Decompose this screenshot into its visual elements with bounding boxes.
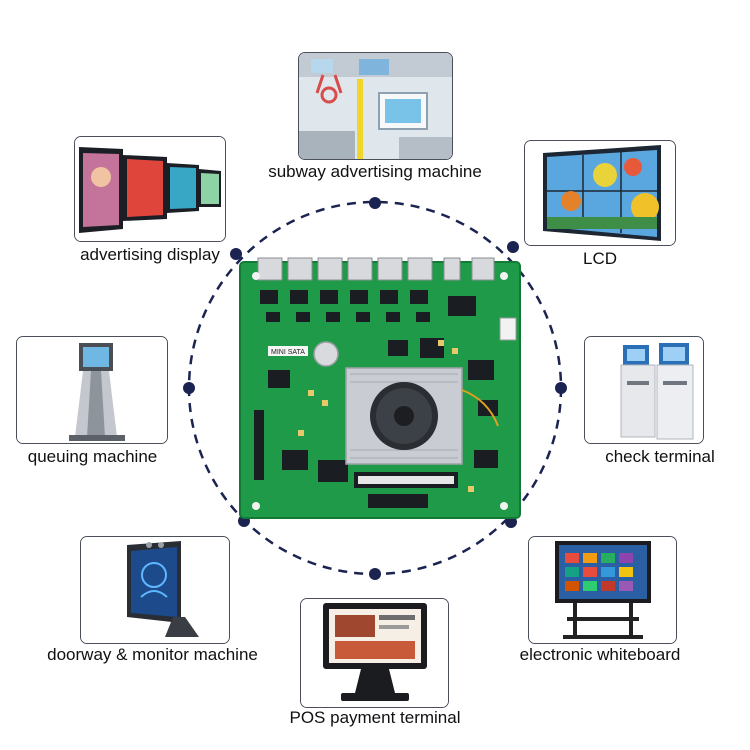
connector-dot-top-right — [507, 241, 519, 253]
video-wall-icon — [525, 141, 675, 245]
queuing-machine-label: queuing machine — [27, 447, 158, 466]
queuing-machine-card — [16, 336, 168, 444]
kiosk-pair-icon — [585, 337, 703, 443]
electronic-whiteboard-card — [528, 536, 677, 644]
advertising-display-card — [74, 136, 226, 242]
electronic-whiteboard-label: electronic whiteboard — [519, 645, 681, 664]
pos-terminal-icon — [301, 599, 448, 707]
lcd-label: LCD — [582, 249, 617, 268]
motherboard-image: MINI SATA — [238, 250, 522, 520]
mini-sata-label: MINI SATA — [271, 349, 305, 356]
subway-advertising-machine-label: subway advertising machine — [268, 162, 482, 181]
check-terminal-card — [584, 336, 704, 444]
connector-dot-top — [369, 197, 381, 209]
pos-payment-terminal-card — [300, 598, 449, 708]
connector-dot-left — [183, 382, 195, 394]
check-terminal-label: check terminal — [605, 447, 715, 466]
advertising-display-label: advertising display — [80, 245, 220, 264]
queue-kiosk-icon — [17, 337, 167, 443]
doorway-monitor-machine-label: doorway & monitor machine — [47, 645, 258, 664]
connector-dot-top-left — [230, 248, 242, 260]
doorway-monitor-machine-card — [80, 536, 230, 644]
display-wall-icon — [75, 137, 225, 241]
pos-payment-terminal-label: POS payment terminal — [289, 708, 461, 727]
connector-dot-bottom — [369, 568, 381, 580]
subway-advertising-machine-card — [298, 52, 453, 160]
connector-dot-right — [555, 382, 567, 394]
lcd-card — [524, 140, 676, 246]
whiteboard-icon — [529, 537, 676, 643]
subway-interior-icon — [299, 53, 452, 159]
face-scanner-icon — [81, 537, 229, 643]
